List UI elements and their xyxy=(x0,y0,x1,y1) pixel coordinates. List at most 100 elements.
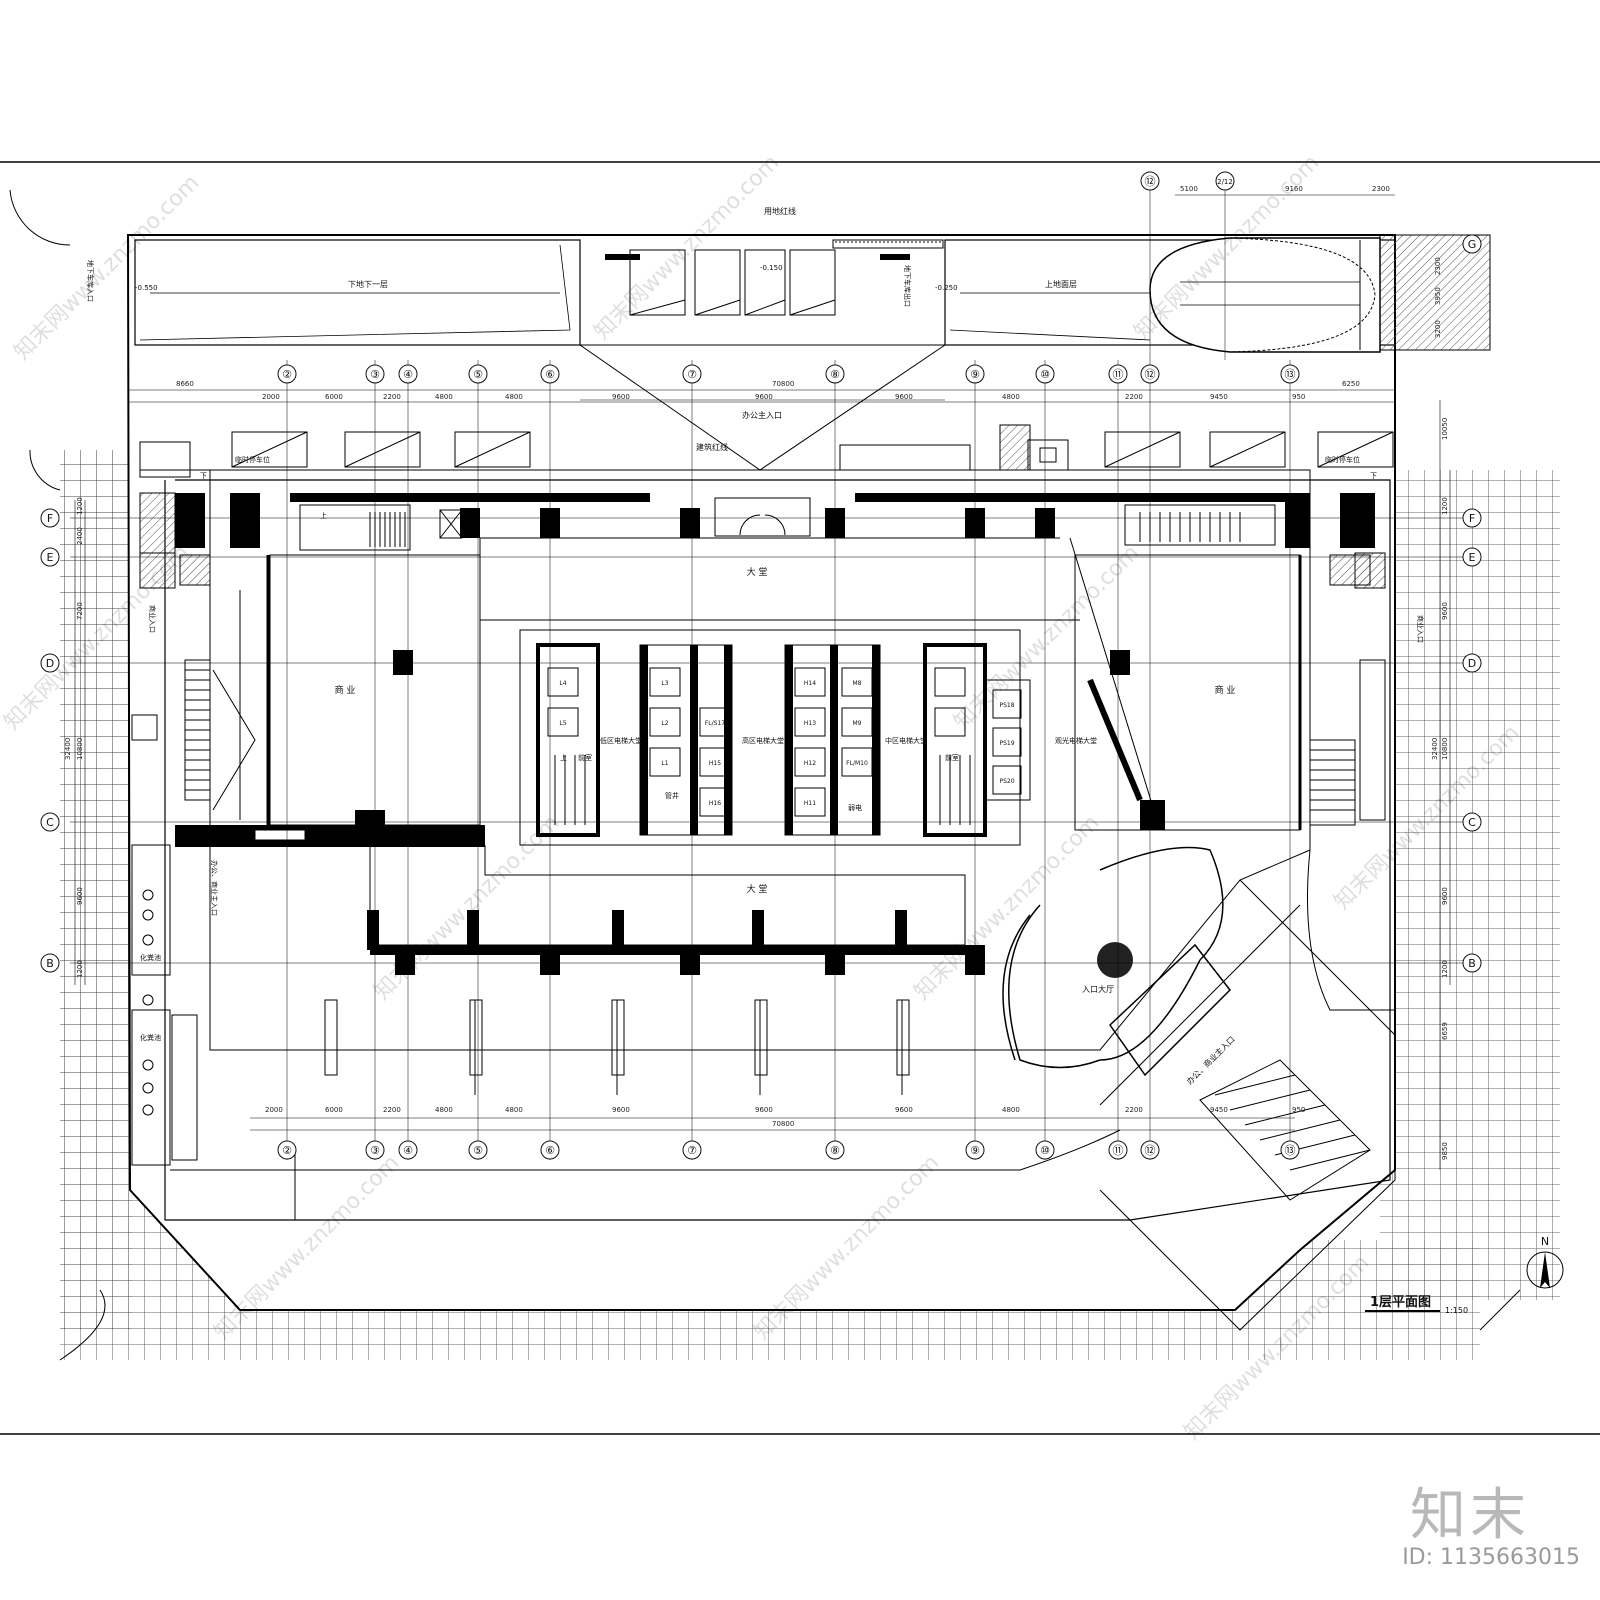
svg-text:1200: 1200 xyxy=(76,497,84,515)
svg-text:F: F xyxy=(47,512,53,525)
svg-text:4800: 4800 xyxy=(435,393,453,401)
svg-text:高区电梯大堂: 高区电梯大堂 xyxy=(742,736,784,745)
svg-text:⑦: ⑦ xyxy=(687,368,697,381)
svg-text:9160: 9160 xyxy=(1285,185,1303,193)
axis-bubbles-rows: F E D C B F E D C B G xyxy=(40,234,1482,973)
svg-text:1200: 1200 xyxy=(76,960,84,978)
svg-text:4800: 4800 xyxy=(435,1106,453,1114)
lobby-label-top: 大 堂 xyxy=(747,566,768,578)
svg-text:-0.250: -0.250 xyxy=(935,284,958,292)
svg-text:9850: 9850 xyxy=(1441,1142,1449,1160)
lobby-label-bottom: 大 堂 xyxy=(747,883,768,895)
svg-text:观光电梯大堂: 观光电梯大堂 xyxy=(1055,736,1097,745)
elevator-cars xyxy=(547,667,1022,817)
svg-text:2200: 2200 xyxy=(383,1106,401,1114)
svg-text:G: G xyxy=(1468,238,1477,251)
svg-text:M9: M9 xyxy=(853,720,862,727)
svg-text:上: 上 xyxy=(320,511,327,520)
ramp-up-label: 上地面层 xyxy=(1045,279,1077,289)
septic-tanks xyxy=(131,844,198,1166)
svg-text:L1: L1 xyxy=(661,760,668,767)
entrance-column xyxy=(1097,942,1133,978)
svg-text:PS19: PS19 xyxy=(999,740,1014,747)
lower-columns xyxy=(367,910,985,975)
svg-text:⑪: ⑪ xyxy=(1113,368,1124,381)
garage-gates xyxy=(629,249,836,316)
svg-text:-0.550: -0.550 xyxy=(135,284,158,292)
svg-text:32400: 32400 xyxy=(1431,738,1439,760)
svg-text:②: ② xyxy=(282,1144,292,1157)
svg-text:1200: 1200 xyxy=(1441,960,1449,978)
svg-text:商业入口: 商业入口 xyxy=(148,605,157,633)
svg-text:⑥: ⑥ xyxy=(545,1144,555,1157)
temp-parking xyxy=(139,431,1394,478)
ramp-down-label: 下地下一层 xyxy=(348,279,388,289)
axis-bubbles-top: ② ③ ④ ⑤ ⑥ ⑦ ⑧ ⑨ ⑩ ⑪ ⑫ ⑬ ⑫ 2/12 xyxy=(277,171,1300,384)
svg-text:⑫: ⑫ xyxy=(1145,1144,1156,1157)
svg-text:4800: 4800 xyxy=(1002,393,1020,401)
svg-text:L3: L3 xyxy=(661,680,668,687)
svg-text:④: ④ xyxy=(403,368,413,381)
core xyxy=(519,629,1021,846)
svg-text:E: E xyxy=(1469,551,1476,564)
office-main-entry-label: 办公主入口 xyxy=(742,410,782,420)
svg-text:9450: 9450 xyxy=(1210,1106,1228,1114)
brand-logo: 知末 xyxy=(1410,1483,1530,1548)
svg-text:③: ③ xyxy=(370,1144,380,1157)
svg-text:1200: 1200 xyxy=(1441,497,1449,515)
svg-text:9450: 9450 xyxy=(1210,393,1228,401)
svg-text:2300: 2300 xyxy=(1434,257,1442,275)
svg-text:上: 上 xyxy=(560,753,567,762)
svg-text:商业入口: 商业入口 xyxy=(1416,615,1425,643)
svg-text:②: ② xyxy=(282,368,292,381)
svg-text:⑤: ⑤ xyxy=(473,1144,483,1157)
paving-grid-left-strip xyxy=(60,450,132,1330)
svg-text:⑪: ⑪ xyxy=(1113,1144,1124,1157)
svg-text:⑧: ⑧ xyxy=(830,368,840,381)
svg-text:H15: H15 xyxy=(709,760,721,767)
svg-text:M8: M8 xyxy=(853,680,862,687)
svg-text:H13: H13 xyxy=(804,720,816,727)
svg-text:2200: 2200 xyxy=(383,393,401,401)
svg-text:⑦: ⑦ xyxy=(687,1144,697,1157)
svg-text:2200: 2200 xyxy=(1125,393,1143,401)
svg-text:F: F xyxy=(1469,512,1475,525)
svg-text:PS18: PS18 xyxy=(999,702,1014,709)
svg-text:H16: H16 xyxy=(709,800,721,807)
svg-text:7200: 7200 xyxy=(76,602,84,620)
svg-text:临时停车位: 临时停车位 xyxy=(235,455,270,464)
axis-lines xyxy=(70,190,1470,1160)
svg-text:2400: 2400 xyxy=(76,527,84,545)
svg-text:5100: 5100 xyxy=(1180,185,1198,193)
svg-text:⑧: ⑧ xyxy=(830,1144,840,1157)
svg-text:6000: 6000 xyxy=(325,1106,343,1114)
svg-text:弱电: 弱电 xyxy=(848,803,862,812)
drawing-title: 1层平面图 xyxy=(1370,1295,1431,1310)
svg-text:C: C xyxy=(46,816,54,829)
svg-text:⑨: ⑨ xyxy=(970,368,980,381)
elevator-ids: L4 L5 L3 L2 L1 FL/S17 H15 H16 H14 H13 H1… xyxy=(559,680,1014,807)
svg-text:下: 下 xyxy=(1370,472,1377,480)
dim-top-total: 70800 xyxy=(772,380,794,388)
commercial-right-label: 商 业 xyxy=(1215,684,1236,696)
svg-text:3950: 3950 xyxy=(1434,287,1442,305)
svg-text:9600: 9600 xyxy=(895,393,913,401)
svg-text:管井: 管井 xyxy=(665,791,679,800)
svg-text:C: C xyxy=(1468,816,1476,829)
svg-text:H14: H14 xyxy=(804,680,816,687)
svg-text:6000: 6000 xyxy=(325,393,343,401)
svg-text:FL/S17: FL/S17 xyxy=(705,720,725,727)
svg-text:9600: 9600 xyxy=(1441,602,1449,620)
svg-text:9600: 9600 xyxy=(1441,887,1449,905)
svg-text:L5: L5 xyxy=(559,720,566,727)
svg-text:32400: 32400 xyxy=(64,738,72,760)
commercial-left-label: 商 业 xyxy=(335,684,356,696)
svg-text:下: 下 xyxy=(200,472,207,480)
planters xyxy=(324,999,910,1095)
svg-text:950: 950 xyxy=(1292,1106,1305,1114)
svg-text:⑫: ⑫ xyxy=(1145,175,1156,188)
left-stair xyxy=(184,659,256,811)
svg-text:4800: 4800 xyxy=(1002,1106,1020,1114)
svg-text:办公、商业主入口: 办公、商业主入口 xyxy=(210,860,219,916)
